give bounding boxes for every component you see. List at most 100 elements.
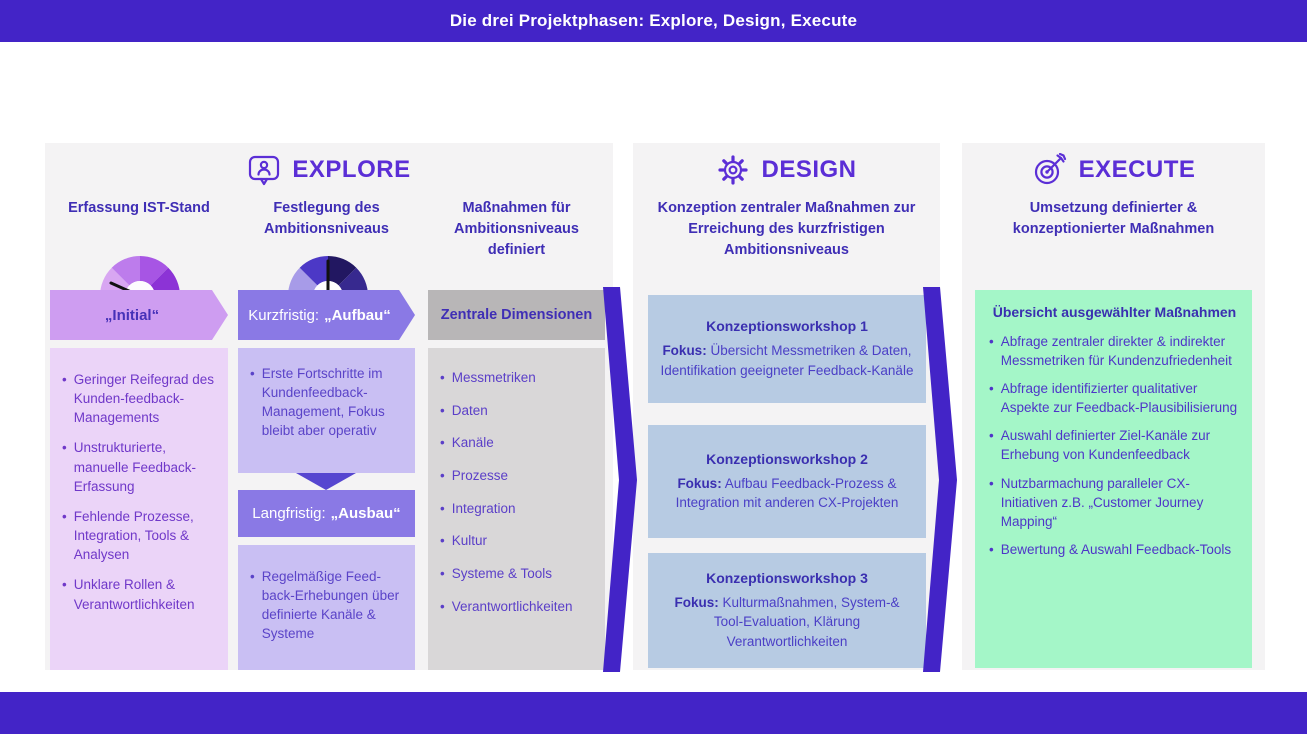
bullet-dot: •: [250, 366, 255, 381]
bullet-dot: •: [440, 565, 445, 581]
bullet-dot: •: [989, 333, 994, 349]
workshop-2-focus-label: Fokus:: [677, 475, 722, 491]
gauge-low-icon: [100, 256, 180, 300]
col2-header: Festlegung des Ambitionsniveaus: [264, 200, 389, 238]
footer-bar: [0, 692, 1307, 734]
design-panel: DESIGN Konzeption zentraler Maßnahmen zu…: [633, 143, 940, 670]
list-item: • Geringer Reifegrad des Kunden-feedback-…: [62, 370, 218, 427]
bullet-text: Systeme & Tools: [451, 565, 553, 581]
chevron-right-connector-2: [923, 287, 957, 672]
col3-header: Maßnahmen für Ambitionsniveaus definiert: [454, 200, 579, 259]
bullet-dot: •: [440, 435, 445, 451]
target-dart-icon: [1034, 153, 1066, 185]
bullet-text: Integration: [451, 500, 516, 516]
title-bar: Die drei Projektphasen: Explore, Design,…: [0, 0, 1307, 42]
workshop-1-focus-label: Fokus:: [662, 343, 707, 359]
bullet-text: Abfrage zentraler direkter & indirekter …: [1000, 333, 1232, 368]
bullet-text: Auswahl definierter Ziel-Kanäle zur Erhe…: [1000, 428, 1211, 463]
explore-header: EXPLORE: [45, 153, 613, 187]
bullet-text: Bewertung & Auswahl Feedback-Tools: [1000, 542, 1232, 557]
bullet-dot: •: [989, 475, 994, 491]
bullet-dot: •: [62, 577, 67, 593]
bullet-dot: •: [440, 467, 445, 483]
bullet-text: Verantwortlichkeiten: [451, 598, 573, 614]
list-item: • Abfrage identifizierter qualitativer As…: [989, 379, 1240, 417]
bullet-dot: •: [989, 428, 994, 444]
list-item: • Fehlende Prozesse, Integration, Tools &…: [62, 507, 218, 564]
workshop-1-focus-text: Übersicht Messmetriken & Daten, Identifi…: [660, 343, 914, 378]
execute-panel: EXECUTE Umsetzung definierter & konzepti…: [962, 143, 1265, 670]
badge-kurzfristig-term: „Aufbau“: [324, 306, 391, 324]
bullet-text: Geringer Reifegrad des Kunden-feedback-M…: [73, 372, 215, 426]
bullet-text: Nutzbarmachung paralleler CX-Initiativen…: [1000, 475, 1204, 529]
langfristig-list: • Regelmäßige Feed-back-Erhebungen über d…: [238, 545, 415, 670]
bullet-text: Daten: [451, 402, 488, 418]
workshop-3-focus-label: Fokus:: [674, 595, 719, 611]
explore-panel: EXPLORE Erfassung IST-Stand Festlegung d…: [45, 143, 613, 670]
bullet-dot: •: [250, 569, 255, 584]
list-item: • Unklare Rollen & Verantwortlichkeiten: [62, 575, 218, 613]
bullet-text: Abfrage identifizierter qualitativer Asp…: [1000, 380, 1238, 416]
page-title: Die drei Projektphasen: Explore, Design,…: [449, 11, 858, 30]
list-item: • Integration: [440, 499, 595, 518]
person-bubble-icon: [249, 155, 280, 186]
list-item: • Messmetriken: [440, 368, 595, 387]
list-item: • Verantwortlichkeiten: [440, 597, 595, 616]
badge-initial-label: „Initial“: [104, 306, 160, 324]
explore-title: EXPLORE: [292, 156, 411, 183]
col1-header: Erfassung IST-Stand: [68, 200, 210, 216]
list-item: • Abfrage zentraler direkter & indirekter…: [989, 332, 1240, 370]
execute-title: EXECUTE: [1078, 156, 1196, 183]
list-item: • Regelmäßige Feed-back-Erhebungen über d…: [250, 567, 405, 644]
bullet-dot: •: [440, 402, 445, 418]
list-item: • Erste Fortschritte im Kundenfeedback-Ma…: [250, 364, 405, 441]
workshop-2-title: Konzeptionsworkshop 2: [706, 450, 868, 467]
bullet-text: Prozesse: [451, 467, 509, 483]
bullet-text: Regelmäßige Feed-back-Erhebungen über de…: [261, 569, 400, 642]
badge-initial: „Initial“: [50, 290, 228, 340]
workshop-3-text: Fokus: Kulturmaßnahmen, System-& Tool-Ev…: [660, 593, 914, 650]
list-item: • Prozesse: [440, 466, 595, 485]
workshop-2-text: Fokus: Aufbau Feedback-Prozess & Integra…: [660, 474, 914, 512]
down-arrow-icon: [296, 473, 356, 490]
bullet-text: Fehlende Prozesse, Integration, Tools & …: [73, 508, 194, 563]
bullet-text: Unklare Rollen & Verantwortlichkeiten: [73, 577, 195, 612]
badge-langfristig-term: „Ausbau“: [330, 505, 401, 522]
bullet-dot: •: [62, 372, 67, 387]
list-item: • Kanäle: [440, 433, 595, 452]
workshop-1-text: Fokus: Übersicht Messmetriken & Daten, I…: [660, 341, 914, 379]
badge-langfristig: Langfristig: „Ausbau“: [238, 490, 415, 537]
design-title: DESIGN: [761, 156, 857, 183]
massnahmen-list: • Abfrage zentraler direkter & indirekter…: [989, 332, 1240, 560]
bullet-text: Messmetriken: [451, 370, 536, 385]
workshop-3-box: Konzeptionsworkshop 3 Fokus: Kulturmaßna…: [648, 553, 926, 668]
bullet-text: Kanäle: [451, 435, 494, 451]
chevron-right-connector-1: [603, 287, 637, 672]
bullet-dot: •: [989, 380, 994, 396]
bullet-dot: •: [62, 440, 67, 456]
massnahmen-box-title: Übersicht ausgewählter Maßnahmen: [992, 304, 1237, 320]
kurzfristig-list: • Erste Fortschritte im Kundenfeedback-Ma…: [238, 348, 415, 473]
list-item: • Systeme & Tools: [440, 564, 595, 583]
bullet-dot: •: [440, 370, 445, 385]
badge-zentrale-dimensionen: Zentrale Dimensionen: [428, 290, 605, 340]
bullet-dot: •: [440, 500, 445, 516]
execute-header: EXECUTE: [962, 153, 1265, 187]
list-item: •Bewertung & Auswahl Feedback-Tools: [989, 540, 1240, 559]
list-item: •Kultur: [440, 531, 595, 550]
gear-icon: [718, 155, 749, 185]
list-item: •Unstrukturierte, manuelle Feedback-Erfa…: [62, 438, 218, 495]
design-subtitle: Konzeption zentraler Maßnahmen zur Errei…: [657, 200, 916, 259]
list-item: • Daten: [440, 401, 595, 420]
badge-kurzfristig-prefix: Kurzfristig:: [248, 306, 320, 324]
badge-zentrale-label: Zentrale Dimensionen: [440, 307, 593, 323]
bullet-dot: •: [62, 508, 67, 524]
dimensionen-list: • Messmetriken • Daten • Kanäle • Prozesse • Inte…: [428, 348, 605, 670]
bullet-dot: •: [440, 598, 445, 614]
bullet-text: Erste Fortschritte im Kundenfeedback-Man…: [261, 366, 385, 439]
badge-langfristig-prefix: Langfristig:: [252, 505, 326, 522]
workshop-3-focus-text: Kulturmaßnahmen, System-& Tool-Evaluatio…: [713, 595, 900, 649]
execute-subtitle: Umsetzung definierter & konzeptionierter…: [1012, 200, 1215, 238]
workshop-1-title: Konzeptionsworkshop 1: [706, 318, 868, 335]
